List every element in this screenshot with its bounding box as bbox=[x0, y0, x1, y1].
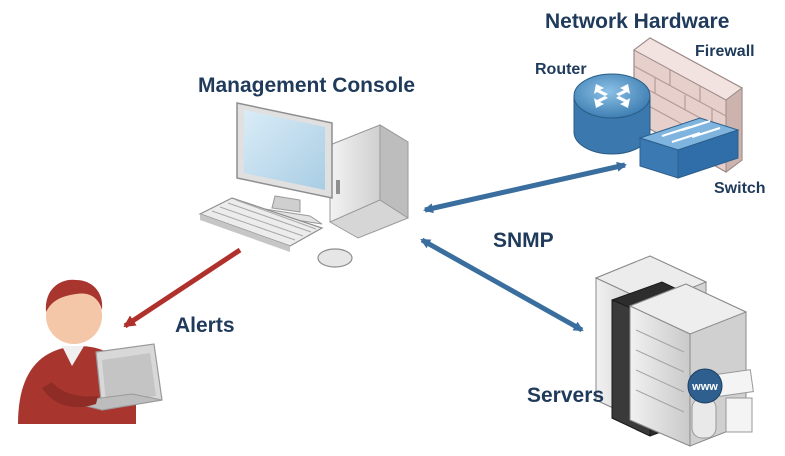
switch-icon bbox=[638, 117, 740, 179]
servers-label: Servers bbox=[527, 384, 605, 407]
router-label: Router bbox=[535, 61, 587, 78]
alerts-label: Alerts bbox=[175, 314, 235, 337]
web-globe-icon: www bbox=[687, 368, 754, 439]
server-tower-icon bbox=[594, 255, 748, 447]
snmp-arrow-servers bbox=[420, 237, 584, 333]
firewall-label: Firewall bbox=[695, 43, 755, 60]
desktop-computer-icon bbox=[198, 102, 409, 268]
switch-label: Switch bbox=[714, 180, 766, 197]
www-label: www bbox=[691, 381, 718, 393]
router-icon bbox=[573, 73, 651, 155]
alerts-arrow bbox=[123, 247, 242, 329]
snmp-label: SNMP bbox=[493, 229, 554, 252]
network-hardware-label: Network Hardware bbox=[545, 10, 730, 33]
snmp-arrow-network bbox=[423, 161, 627, 214]
user-with-laptop-icon bbox=[18, 279, 163, 424]
management-console-label: Management Console bbox=[198, 74, 416, 97]
